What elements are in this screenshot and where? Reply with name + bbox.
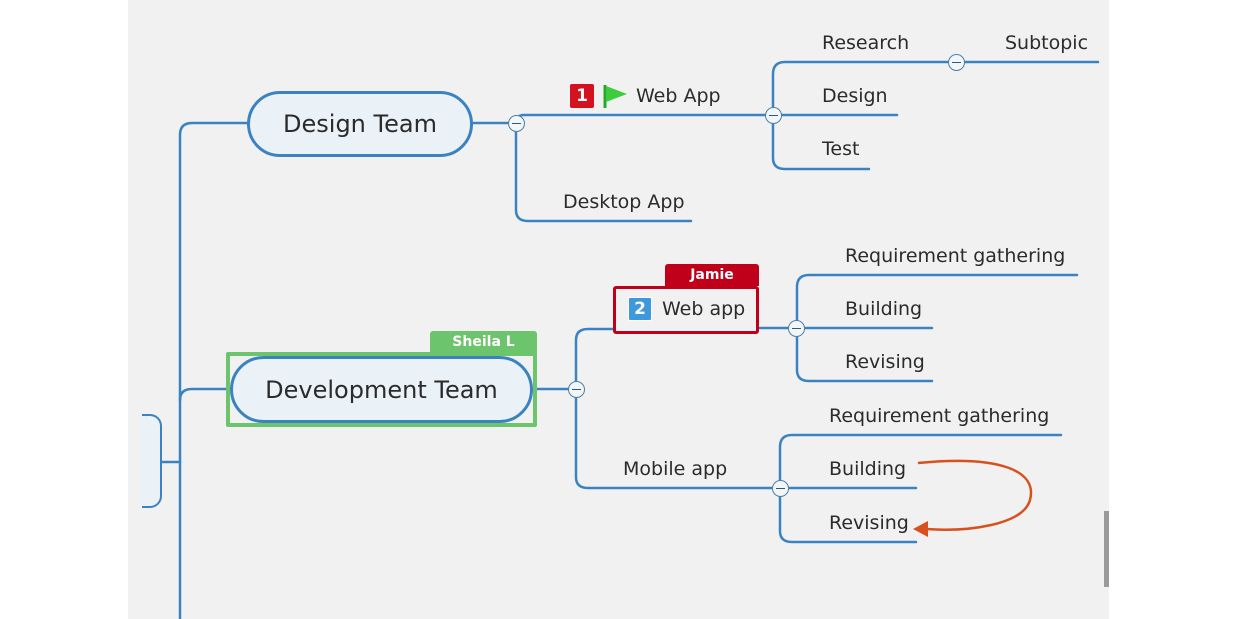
topic-web-building[interactable]: Building [845,298,923,320]
priority-1-icon: 1 [570,84,594,108]
priority-2-icon: 2 [628,297,652,321]
design-team-collapse-toggle[interactable] [508,115,525,132]
topic-dev-web-app-label: Web app [662,298,746,320]
topic-web-app[interactable]: Web App [636,85,721,107]
root-node-edge[interactable] [142,414,162,508]
topic-design-team[interactable]: Design Team [247,91,473,157]
green-flag-icon [603,85,627,108]
topic-design-team-label: Design Team [283,110,437,138]
topic-web-revising[interactable]: Revising [845,351,925,373]
topic-subtopic[interactable]: Subtopic [1005,32,1089,54]
topic-design[interactable]: Design [822,85,888,107]
research-collapse-toggle[interactable] [948,54,965,71]
topic-mobile-building[interactable]: Building [829,458,907,480]
web-app-collapse-toggle[interactable] [765,107,782,124]
assignee-tag-sheila: Sheila L [430,331,537,353]
mindmap-canvas[interactable]: Design Team 1 Web App Research Subtopic … [128,0,1109,619]
mobile-app-collapse-toggle[interactable] [772,480,789,497]
assignee-tag-jamie: Jamie [665,264,759,286]
vertical-scrollbar-thumb[interactable] [1104,511,1109,587]
dev-web-app-collapse-toggle[interactable] [788,320,805,337]
topic-dev-web-app[interactable] [613,286,759,334]
development-team-selection [226,352,537,427]
topic-desktop-app[interactable]: Desktop App [563,191,685,213]
topic-test[interactable]: Test [822,138,860,160]
topic-mobile-app[interactable]: Mobile app [623,458,728,480]
topic-research[interactable]: Research [822,32,910,54]
topic-development-team[interactable]: Development Team [230,356,533,423]
topic-mobile-requirement-gathering[interactable]: Requirement gathering [829,405,1050,427]
topic-development-team-label: Development Team [265,375,498,404]
development-team-collapse-toggle[interactable] [568,381,585,398]
relationship-arrow[interactable] [128,0,1109,619]
topic-mobile-revising[interactable]: Revising [829,512,909,534]
topic-web-requirement-gathering[interactable]: Requirement gathering [845,245,1066,267]
